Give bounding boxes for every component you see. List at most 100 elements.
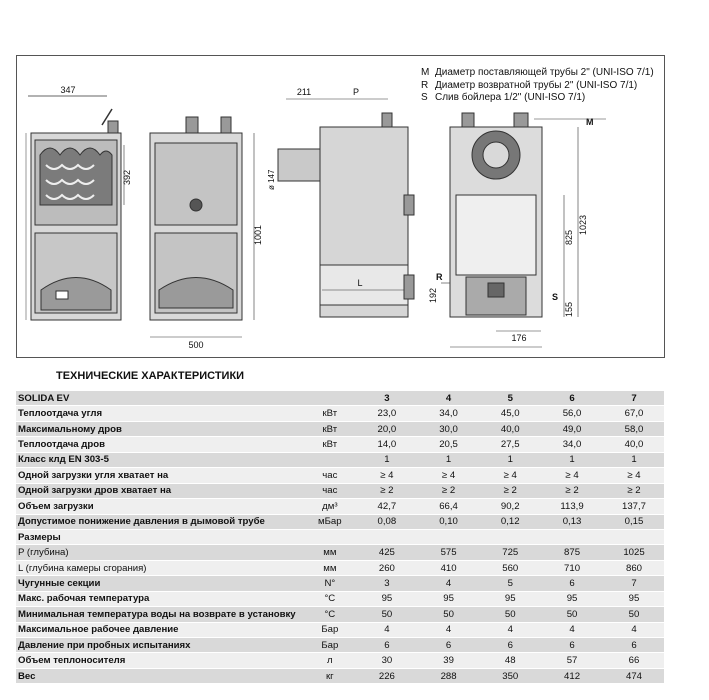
param-unit: [302, 452, 356, 469]
param-unit: дм³: [302, 498, 356, 515]
param-unit: час: [302, 467, 356, 484]
param-value: 50: [478, 606, 541, 623]
model-number: 4: [416, 391, 479, 407]
param-value: ≥ 2: [416, 483, 479, 500]
dim-192: 192: [428, 288, 438, 303]
model-number: 3: [355, 391, 417, 407]
param-value: 474: [602, 668, 664, 685]
param-value: 1025: [602, 544, 664, 561]
param-value: 6: [355, 637, 417, 654]
param-value: 7: [602, 575, 664, 592]
param-name: L (глубина камеры сгорания): [16, 560, 303, 577]
param-value: 58,0: [602, 421, 664, 438]
param-value: ≥ 4: [478, 467, 541, 484]
param-value: [355, 529, 417, 546]
param-value: 6: [540, 575, 602, 592]
param-value: 860: [602, 560, 664, 577]
param-value: 4: [478, 622, 541, 639]
param-value: 4: [602, 622, 664, 639]
param-value: ≥ 2: [602, 483, 664, 500]
dim-211: 211: [297, 87, 311, 97]
side-view: 211 P ø 147 L: [267, 87, 415, 318]
param-value: 34,0: [416, 405, 479, 422]
param-name: SOLIDA EV: [16, 391, 303, 407]
param-value: [478, 529, 541, 546]
param-value: 6: [416, 637, 479, 654]
param-name: Объем теплоносителя: [16, 652, 303, 669]
param-value: 67,0: [602, 405, 664, 422]
param-unit: кВт: [302, 405, 356, 422]
param-value: 14,0: [355, 436, 417, 453]
param-name: Одной загрузки дров хватает на: [16, 483, 303, 500]
param-value: 1: [602, 452, 664, 469]
param-unit: кВт: [302, 421, 356, 438]
param-value: 40,0: [478, 421, 541, 438]
param-value: 20,5: [416, 436, 479, 453]
param-name: Минимальная температура воды на возврате…: [16, 606, 303, 623]
param-value: 410: [416, 560, 479, 577]
dim-392: 392: [122, 170, 132, 185]
dim-1023: 1023: [578, 215, 588, 235]
param-unit: мм: [302, 544, 356, 561]
param-unit: °C: [302, 606, 356, 623]
param-value: 0,08: [355, 514, 417, 530]
param-value: 4: [416, 575, 479, 592]
param-value: 45,0: [478, 405, 541, 422]
param-value: 350: [478, 668, 541, 685]
param-name: Максимальному дров: [16, 421, 303, 438]
dim-l: L: [357, 278, 362, 288]
dim-p: P: [353, 87, 359, 97]
drawing-frame: [16, 55, 665, 358]
param-name: Теплоотдача дров: [16, 436, 303, 453]
param-unit: л: [302, 652, 356, 669]
param-value: 56,0: [540, 405, 602, 422]
model-number: 7: [602, 391, 664, 407]
param-value: 0,10: [416, 514, 479, 530]
param-value: 412: [540, 668, 602, 685]
param-unit: N°: [302, 575, 356, 592]
param-value: 50: [355, 606, 417, 623]
param-value: 95: [355, 591, 417, 608]
dim-347: 347: [60, 85, 75, 95]
param-value: 95: [540, 591, 602, 608]
param-value: 6: [602, 637, 664, 654]
dim-155: 155: [564, 302, 574, 317]
param-value: 137,7: [602, 498, 664, 515]
table-row: Размеры: [16, 529, 664, 546]
param-unit: кВт: [302, 436, 356, 453]
param-value: 39: [416, 652, 479, 669]
param-unit: час: [302, 483, 356, 500]
param-value: 90,2: [478, 498, 541, 515]
param-value: 50: [416, 606, 479, 623]
param-name: Класс клд EN 303-5: [16, 452, 303, 469]
param-value: ≥ 2: [355, 483, 417, 500]
param-value: ≥ 2: [478, 483, 541, 500]
param-value: 27,5: [478, 436, 541, 453]
param-value: 425: [355, 544, 417, 561]
param-value: ≥ 4: [355, 467, 417, 484]
param-value: [602, 529, 664, 546]
param-value: 113,9: [540, 498, 602, 515]
param-value: 1: [416, 452, 479, 469]
param-value: 0,12: [478, 514, 541, 530]
param-value: [540, 529, 602, 546]
param-value: 30: [355, 652, 417, 669]
table-row: Допустимое понижение давления в дымовой …: [16, 514, 664, 530]
table-title: ТЕХНИЧЕСКИЕ ХАРАКТЕРИСТИКИ: [56, 370, 245, 382]
label-s: S: [552, 292, 558, 302]
param-value: 42,7: [355, 498, 417, 515]
param-unit: кг: [302, 668, 356, 685]
